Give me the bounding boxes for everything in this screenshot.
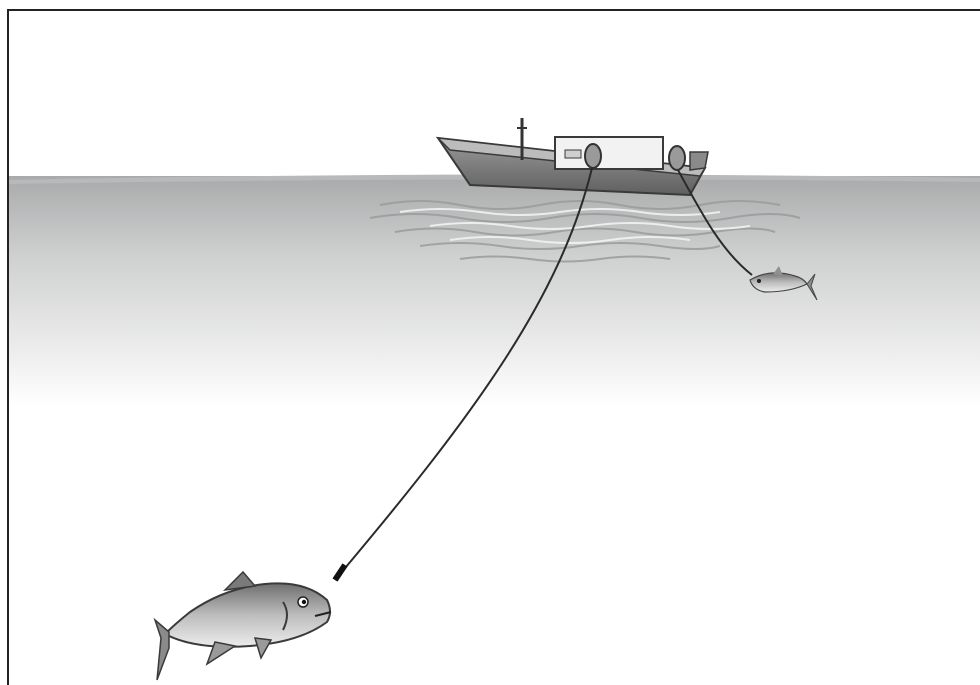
- water-surface-band: [8, 176, 980, 406]
- cabin-window: [565, 150, 581, 158]
